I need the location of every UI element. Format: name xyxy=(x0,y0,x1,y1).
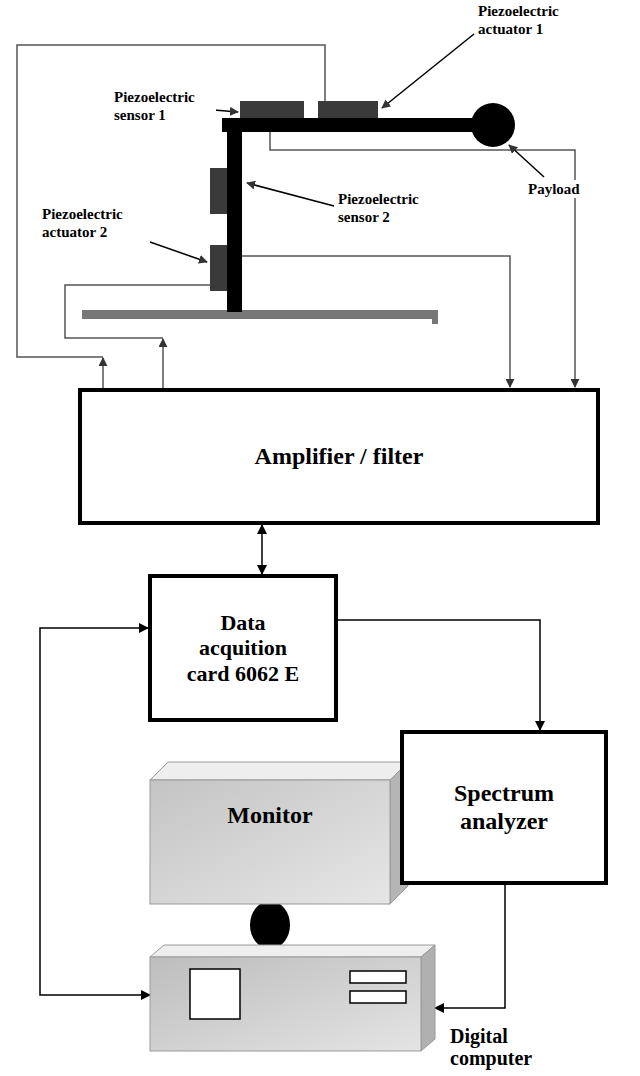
leader-arrow xyxy=(150,242,207,262)
actuator-2-feed xyxy=(162,339,164,388)
signal-connector xyxy=(40,628,150,995)
part-label: Piezoelectric sensor 2 xyxy=(336,190,460,226)
actuator-2-wire xyxy=(65,285,210,338)
computer-device: Digital computer xyxy=(150,945,435,1051)
leader-arrow xyxy=(247,183,334,206)
part-label: Payload xyxy=(526,180,582,198)
monitor-device: Monitor xyxy=(150,762,408,904)
leader-arrow xyxy=(509,145,544,177)
signal-connector xyxy=(338,620,540,730)
process-box: Data acquition card 6062 E xyxy=(148,574,338,722)
actuator-1-wire xyxy=(17,45,325,357)
signal-connector xyxy=(261,525,263,574)
leader-arrow xyxy=(214,110,238,112)
computer-outline xyxy=(150,945,435,1051)
process-box: Spectrum analyzer xyxy=(400,730,608,885)
piezo-actuator-2 xyxy=(210,245,227,291)
vertical-beam xyxy=(227,118,242,312)
signal-connector xyxy=(435,885,505,1008)
piezo-sensor-2 xyxy=(210,168,227,214)
base-plate-tab xyxy=(432,310,438,324)
node-text: Amplifier / filter xyxy=(255,443,424,471)
horizontal-beam xyxy=(222,118,484,132)
sensor-1-wire xyxy=(270,132,575,387)
monitor-outline xyxy=(150,762,408,904)
sensor-2-wire xyxy=(242,256,510,387)
piezo-sensor-1 xyxy=(240,101,304,118)
node-text: Monitor xyxy=(150,802,390,830)
base-plate xyxy=(82,310,438,319)
process-box: Amplifier / filter xyxy=(78,388,600,525)
node-text: Digital computer xyxy=(450,1025,550,1069)
leader-arrow xyxy=(382,34,474,108)
monitor-stand xyxy=(250,901,290,949)
part-label: Piezoelectric actuator 2 xyxy=(40,205,154,241)
actuator-1-feed xyxy=(102,358,104,388)
node-text: Spectrum analyzer xyxy=(429,780,579,835)
part-label: Piezoelectric sensor 1 xyxy=(112,88,216,124)
piezo-actuator-1 xyxy=(318,101,378,118)
part-label: Piezoelectric actuator 1 xyxy=(476,2,592,38)
node-text: Data acquition card 6062 E xyxy=(184,610,302,686)
payload-mass xyxy=(471,103,515,147)
